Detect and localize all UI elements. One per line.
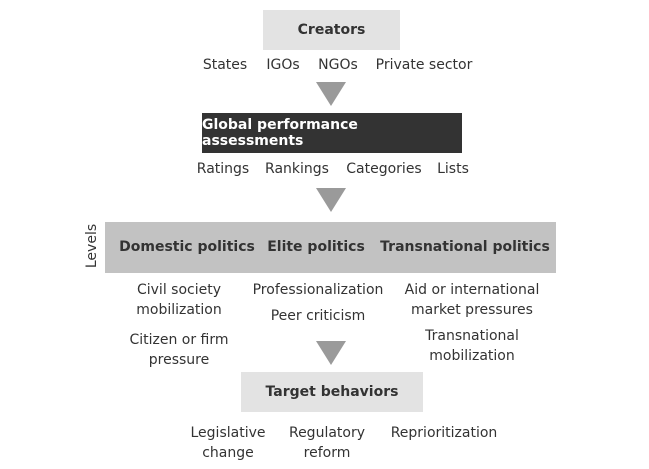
assessment-item-rankings: Rankings	[265, 161, 329, 177]
assessment-item-categories: Categories	[346, 161, 422, 177]
mechanism-citizen-firm-pressure: Citizen or firm pressure	[129, 332, 229, 368]
target-item-reprioritization: Reprioritization	[390, 425, 498, 441]
creator-item-ngos: NGOs	[318, 57, 358, 73]
creator-item-states: States	[202, 57, 248, 73]
levels-axis-label: Levels	[84, 223, 100, 269]
creators-box: Creators	[263, 10, 400, 50]
target-item-legislative-change: Legislative change	[190, 425, 266, 461]
mechanism-professionalization: Professionalization	[252, 282, 384, 298]
creators-title: Creators	[297, 22, 366, 38]
mechanism-peer-criticism: Peer criticism	[270, 308, 366, 324]
arrow-down-icon	[316, 82, 346, 106]
target-behaviors-title: Target behaviors	[265, 384, 399, 400]
assessment-item-lists: Lists	[437, 161, 469, 177]
creator-item-igos: IGOs	[266, 57, 300, 73]
level-elite-politics: Elite politics	[267, 239, 365, 255]
arrow-down-icon	[316, 341, 346, 365]
creator-item-private-sector: Private sector	[375, 57, 473, 73]
assessments-title: Global performance assessments	[202, 117, 358, 149]
mechanism-aid-market-pressures: Aid or international market pressures	[404, 282, 540, 318]
level-domestic-politics: Domestic politics	[119, 239, 255, 255]
mechanism-transnational-mobilization: Transnational mobilization	[425, 328, 519, 364]
arrow-down-icon	[316, 188, 346, 212]
level-transnational-politics: Transnational politics	[380, 239, 550, 255]
assessments-box: Global performance assessments	[202, 113, 462, 153]
target-behaviors-box: Target behaviors	[241, 372, 423, 412]
assessment-item-ratings: Ratings	[196, 161, 250, 177]
target-item-regulatory-reform: Regulatory reform	[288, 425, 366, 461]
levels-band	[105, 222, 556, 273]
mechanism-civil-society-mobilization: Civil society mobilization	[136, 282, 222, 318]
